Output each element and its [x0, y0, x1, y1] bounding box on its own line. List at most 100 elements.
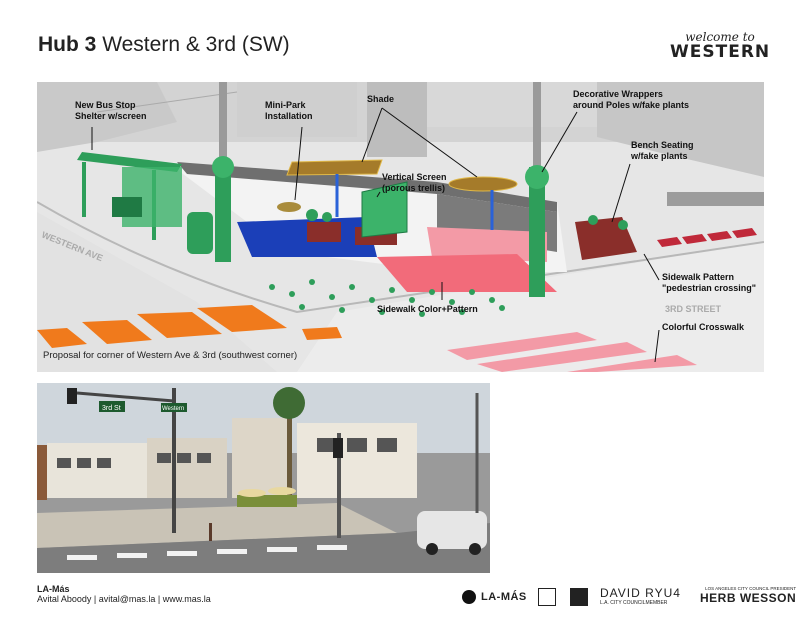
- herb-wesson-logo: LOS ANGELES CITY COUNCIL PRESIDENT HERB …: [700, 586, 796, 608]
- street-sign-3rd: [99, 401, 125, 412]
- footer-contact: LA-Más Avital Aboody | avital@mas.la | w…: [37, 584, 211, 604]
- ryu-district: 4: [673, 586, 681, 600]
- photo-umbrella-2: [268, 487, 296, 495]
- photo-building-3: [232, 418, 292, 498]
- pole-plant-left: [212, 156, 234, 178]
- rendering-caption: Proposal for corner of Western Ave & 3rd…: [43, 350, 297, 361]
- label-shade: Shade: [367, 94, 394, 104]
- partner-logo-2-icon: [570, 588, 588, 606]
- street-sign-western-text: Western: [162, 406, 184, 412]
- leader-lines: [91, 107, 660, 363]
- wesson-title: LOS ANGELES CITY COUNCIL PRESIDENT: [705, 586, 797, 591]
- label-crosswalk: Colorful Crosswalk: [662, 322, 745, 332]
- street-label-3rd: 3RD STREET: [665, 304, 722, 314]
- label-bench-1: Bench Seating: [631, 140, 694, 150]
- building-mid: [237, 82, 357, 137]
- title-hub: Hub 3: [38, 33, 97, 56]
- existing-conditions-photo: 3rd St Western: [37, 383, 490, 573]
- mini-park-bowl: [277, 202, 301, 212]
- building-right: [427, 82, 597, 127]
- signal-pole-2: [337, 433, 341, 538]
- label-mini-park-1: Mini-Park: [265, 100, 307, 110]
- palm-trunk: [287, 403, 292, 498]
- label-sidewalk-pattern-1: Sidewalk Pattern: [662, 272, 734, 282]
- footer-org: LA-Más: [37, 584, 70, 594]
- david-ryu-logo: DAVID RYU4 L.A. CITY COUNCILMEMBER: [600, 586, 681, 608]
- traffic-light: [67, 388, 77, 404]
- bus-shelter-bench: [112, 197, 142, 217]
- bus-shelter-post-1: [82, 162, 86, 217]
- photo-car-wheel-2: [469, 543, 481, 555]
- brand-line-1: welcome to: [685, 30, 755, 44]
- footer-contact-line: Avital Aboody | avital@mas.la | www.mas.…: [37, 594, 211, 604]
- plant-1: [306, 209, 318, 221]
- photo-parklet: [237, 495, 297, 507]
- ryu-title: L.A. CITY COUNCILMEMBER: [600, 600, 668, 606]
- plant-2: [322, 212, 332, 222]
- label-wrappers-2: around Poles w/fake plants: [573, 100, 689, 110]
- photo-building-1: [47, 443, 147, 498]
- pole-plant-right: [525, 165, 549, 189]
- bus-stop-bin: [187, 212, 213, 254]
- palm-fronds: [273, 387, 305, 419]
- ryu-name: DAVID RYU: [600, 586, 674, 600]
- la-mas-logo-mark-icon: [462, 590, 476, 604]
- street-sign-western: [161, 403, 187, 412]
- pole-wrapper-right: [529, 167, 545, 297]
- partner-logos: [538, 586, 588, 608]
- street-sign-3rd-text: 3rd St: [102, 405, 121, 412]
- label-bus-stop-2: Shelter w/screen: [75, 111, 147, 121]
- la-mas-logo-text: LA-MÁS: [481, 591, 527, 603]
- brand-line-2: WESTERN: [670, 42, 771, 62]
- sidewalk-leaf-pattern: [269, 279, 505, 317]
- pink-pad-upper: [427, 227, 547, 262]
- distant-roof: [667, 192, 764, 206]
- bench-plant-2: [618, 220, 628, 230]
- curb-line: [37, 201, 764, 314]
- label-vscreen-1: Vertical Screen: [382, 172, 447, 182]
- 3rd-street-road: [297, 242, 764, 372]
- photo-pedestrian: [209, 523, 212, 541]
- partner-logo-1-icon: [538, 588, 556, 606]
- bench-plant-1: [588, 215, 598, 225]
- photo-car: [417, 511, 487, 549]
- label-mini-park-2: Installation: [265, 111, 313, 121]
- vertical-screen: [361, 181, 408, 238]
- building-left: [37, 82, 177, 152]
- photo-windows: [57, 438, 397, 468]
- label-sidewalk-color: Sidewalk Color+Pattern: [377, 304, 478, 314]
- welcome-to-western-logo: welcome to WESTERN: [670, 30, 770, 62]
- title-location: Western & 3rd (SW): [102, 33, 290, 56]
- photo-svg: 3rd St Western: [37, 383, 490, 573]
- pink-crosswalk: [447, 332, 697, 372]
- page-title: Hub 3 Western & 3rd (SW): [38, 33, 290, 57]
- orange-crosswalk: [37, 305, 342, 348]
- building-far-right: [597, 82, 764, 177]
- pink-pad-lower: [377, 254, 557, 292]
- photo-road: [37, 523, 490, 573]
- photo-umbrella-1: [238, 489, 266, 497]
- sidewalk-pedestrian-stripes: [657, 228, 757, 247]
- photo-building-2: [147, 438, 227, 498]
- photo-car-wheel-1: [426, 543, 438, 555]
- shade-canopy-2: [448, 176, 518, 192]
- label-bus-stop-1: New Bus Stop: [75, 100, 136, 110]
- traffic-light-2: [333, 438, 343, 458]
- label-sidewalk-pattern-2: "pedestrian crossing": [662, 283, 756, 293]
- proposal-rendering: WESTERN AVE 3RD STREET New Bus Stop Shel…: [37, 82, 764, 372]
- rendering-svg: WESTERN AVE 3RD STREET New Bus Stop Shel…: [37, 82, 764, 372]
- ryu-name-line: DAVID RYU4: [600, 586, 681, 600]
- la-mas-logo: LA-MÁS: [462, 586, 527, 608]
- label-bench-2: w/fake plants: [630, 151, 688, 161]
- photo-crosswalk: [67, 545, 347, 560]
- label-vscreen-2: (porous trellis): [382, 183, 445, 193]
- shade-canopy-1: [286, 159, 383, 176]
- photo-building-4: [297, 423, 417, 498]
- photo-building-brick: [37, 445, 47, 500]
- building-edge-line: [96, 91, 238, 113]
- label-wrappers-1: Decorative Wrappers: [573, 89, 663, 99]
- pole-wrapper-left: [215, 162, 231, 262]
- wesson-name: HERB WESSON: [700, 591, 797, 605]
- signal-pole: [172, 388, 176, 533]
- planter-wall: [177, 162, 557, 212]
